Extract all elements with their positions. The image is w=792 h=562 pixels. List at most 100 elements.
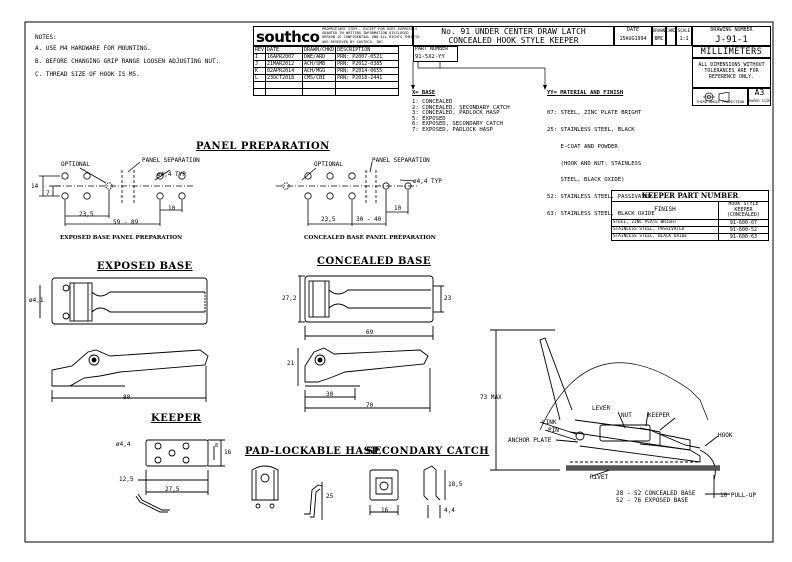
dim-59-89: 59 - 89 <box>113 219 139 226</box>
exposed-base-side <box>51 349 209 402</box>
description-cell: PRN: P2012-0385 <box>335 60 400 68</box>
nut-label: NUT <box>621 412 632 419</box>
drawn-cell: DWE/ARD <box>302 53 337 61</box>
rev-cell: K <box>252 67 267 75</box>
date-cell: 16APR2007 <box>265 53 304 61</box>
finish-col-header: FINISH <box>611 201 719 220</box>
hole-typ-label: ø4,4 TYP <box>413 178 442 185</box>
hole-typ-label: ø4,4 TYP <box>157 171 186 178</box>
dim-10: 10 <box>394 205 402 212</box>
table-row <box>252 88 400 96</box>
empty-cell <box>265 81 304 89</box>
hasp-drawing <box>251 465 323 520</box>
description-cell: PRN: P2018-2441 <box>335 74 400 82</box>
projection-box <box>692 88 748 106</box>
keeper-header-line: KEEPER <box>734 206 753 213</box>
dim-23: 23 <box>444 295 452 302</box>
dim-30: 30 <box>326 391 334 398</box>
pullup-label: 10 PULL-UP <box>720 492 757 499</box>
dim-4-4: 4,4 <box>444 507 455 514</box>
base-option: 2: CONCEALED, SECONDARY CATCH <box>412 104 510 111</box>
pin-label: PIN <box>548 427 559 434</box>
hasp-heading: PAD-LOCKABLE HASP <box>245 446 380 457</box>
keeper-table-title: KEEPER PART NUMBER <box>611 190 769 202</box>
empty-cell <box>335 88 400 96</box>
empty-cell <box>265 88 304 96</box>
finish-option: (HOOK AND NUT: STAINLESS <box>547 160 642 167</box>
assembly-fill <box>566 466 720 470</box>
proprietary-line: PROPRIETARY ITEM - EXCEPT FOR USES EXPRE… <box>322 27 418 31</box>
tolerance-line: REFERENCE ONLY. <box>708 74 755 80</box>
dim-14: 14 <box>31 183 39 190</box>
date-value: 15AUG1994 <box>619 36 647 42</box>
description-cell: PRN: P2014-0655 <box>335 67 400 75</box>
date-label: DATE <box>626 27 640 33</box>
exposed-prep-caption: EXPOSED BASE PANEL PREPARATION <box>60 235 183 241</box>
note-a: A. USE M4 HARDWARE FOR MOUNTING. <box>35 45 151 52</box>
optional-label: OPTIONAL <box>314 161 343 168</box>
drawing-number-label: DRAWING NUMBER <box>710 27 753 33</box>
finish-cell: STAINLESS STEEL, PASSIVATED <box>611 225 719 234</box>
base-option: 3: CONCEALED, PADLOCK HASP <box>412 110 500 117</box>
keeper-pn-cell: 91-600-52 <box>717 225 770 234</box>
finish-option: E-COAT AND POWDER <box>547 143 618 150</box>
drawn-header: DRAWN/CHKD <box>302 46 337 54</box>
dim-18-5: 18,5 <box>448 481 463 488</box>
part-number-value: 91-5X2-YY <box>415 54 445 60</box>
keeper-label: KEEPER <box>648 412 670 419</box>
optional-label: OPTIONAL <box>61 161 90 168</box>
sheet-size-box <box>748 88 771 106</box>
grip-exposed-label: 52 - 76 EXPOSED BASE <box>616 497 689 504</box>
notes-heading: NOTES: <box>35 34 57 41</box>
drawing-border <box>24 21 774 543</box>
base-option: 1: CONCEALED <box>412 99 453 105</box>
dim-25: 25 <box>326 493 334 500</box>
keeper-drawing <box>135 439 225 513</box>
dwg-number-box <box>692 26 771 46</box>
dim-12-5: 12,5 <box>119 476 134 483</box>
finish-heading: YY= MATERIAL AND FINISH <box>547 90 624 96</box>
projection-symbol-icon <box>703 89 731 107</box>
dim-23-5: 23,5 <box>79 211 94 218</box>
title-line-2: CONCEALED HOOK STYLE KEEPER <box>448 36 579 45</box>
keeper-header-line: (CONCEALED) <box>726 212 760 219</box>
panel-separation-label: PANEL SEPARATION <box>372 157 430 164</box>
sheet-size-label: PAPER SIZE <box>748 99 771 103</box>
proprietary-line: GRANTED IN WRITING INFORMATION DISCLOSED <box>322 31 409 36</box>
projection-label: THIRD ANGLE PROJECTION <box>696 100 744 104</box>
finish-option: 25: STAINLESS STEEL, BLACK <box>547 126 635 133</box>
drawing-title: No. 91 UNDER CENTER DRAW LATCH CONCEALED… <box>413 27 614 45</box>
grip-concealed-label: 28 - 52 CONCEALED BASE <box>616 490 696 497</box>
proprietary-notice: PROPRIETARY ITEM - EXCEPT FOR USES EXPRE… <box>322 27 419 44</box>
drawn-label: DRAWN <box>652 28 666 33</box>
concealed-prep-caption: CONCEALED BASE PANEL PREPARATION <box>304 235 436 241</box>
tolerance-note: ALL DIMENSIONS WITHOUT TOLERANCES ARE FO… <box>692 62 771 80</box>
part-number-leaders <box>412 62 546 86</box>
lever-label: LEVER <box>592 405 611 412</box>
secondary-catch-heading: SECONDARY CATCH <box>366 446 490 457</box>
finish-cell: STAINLESS STEEL, BLACK OXIDE <box>611 232 719 241</box>
date-box <box>614 26 652 46</box>
dim-16: 16 <box>381 507 389 514</box>
table-row <box>252 81 400 89</box>
scale-value: 1:1 <box>679 36 689 42</box>
hook-label: HOOK <box>718 432 733 439</box>
description-header: DESCRIPTION <box>335 46 400 54</box>
keeper-header-line: HOOK STYLE <box>728 201 759 207</box>
southco-logo: southco <box>256 28 320 46</box>
empty-cell <box>302 88 337 96</box>
empty-cell <box>252 81 267 89</box>
base-option: 7: EXPOSED, PADLOCK HASP <box>412 126 493 133</box>
dim-80: 80 <box>123 394 131 401</box>
base-options: 1: CONCEALED 2: CONCEALED, SECONDARY CAT… <box>412 99 510 134</box>
revision-header-row: REV DATE DRAWN/CHKD DESCRIPTION <box>252 46 400 54</box>
base-option: 5: EXPOSED <box>412 115 446 122</box>
date-cell: 02APR2014 <box>265 67 304 75</box>
concealed-base-side <box>297 347 431 412</box>
drawn-cell: CMS/CBI <box>302 74 337 82</box>
exposed-base-top <box>39 277 208 325</box>
part-number-label: PART NUMBER <box>415 46 449 52</box>
keeper-pn-cell: 91-600-63 <box>717 232 770 241</box>
